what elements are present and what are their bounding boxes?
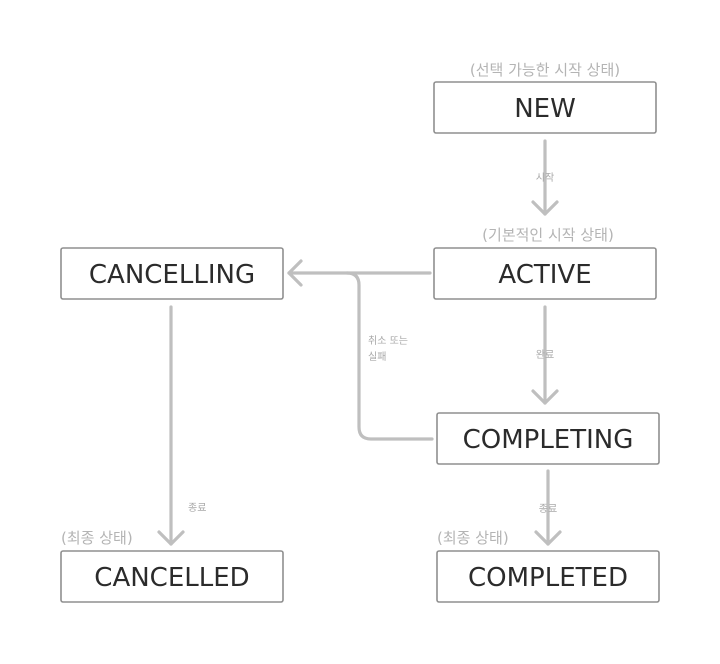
state-completed: (최종 상태) COMPLETED xyxy=(436,529,660,603)
state-active-label: ACTIVE xyxy=(498,260,591,290)
edge-cancel-or-fail: 취소 또는 실패 xyxy=(287,259,434,441)
state-completing-label: COMPLETING xyxy=(463,425,634,455)
state-cancelled-note: (최종 상태) xyxy=(61,529,133,547)
state-cancelling-box xyxy=(60,247,284,300)
state-active: (기본적인 시작 상태) ACTIVE xyxy=(433,226,657,300)
state-cancelling: CANCELLING xyxy=(60,247,284,300)
edge-finish-complete-label: 종료 xyxy=(539,503,557,515)
state-completed-label: COMPLETED xyxy=(468,563,628,593)
edge-start-label: 시작 xyxy=(536,172,554,184)
edge-finish-cancel: 종료 xyxy=(157,305,206,546)
state-cancelled-box xyxy=(60,550,284,603)
edge-finish-cancel-label: 종료 xyxy=(188,502,206,514)
state-completed-box xyxy=(436,550,660,603)
state-cancelled: (최종 상태) CANCELLED xyxy=(60,529,284,603)
edge-cancel-or-fail-label-line1: 취소 또는 xyxy=(368,335,408,347)
state-cancelled-label: CANCELLED xyxy=(94,563,249,593)
edge-start: 시작 xyxy=(531,139,559,216)
state-completed-note: (최종 상태) xyxy=(437,529,509,547)
edge-finish-complete: 종료 xyxy=(534,469,562,546)
state-active-box xyxy=(433,247,657,300)
state-new-box xyxy=(433,81,657,134)
state-active-note: (기본적인 시작 상태) xyxy=(482,226,614,244)
state-new: (선택 가능한 시작 상태) NEW xyxy=(433,61,657,134)
state-completing-box xyxy=(436,412,660,465)
edge-complete-label: 완료 xyxy=(536,349,554,361)
state-new-label: NEW xyxy=(514,94,576,124)
state-new-note: (선택 가능한 시작 상태) xyxy=(470,61,620,79)
edge-complete: 완료 xyxy=(531,305,559,405)
state-cancelling-label: CANCELLING xyxy=(89,260,255,290)
state-completing: COMPLETING xyxy=(436,412,660,465)
edge-cancel-or-fail-label-line2: 실패 xyxy=(368,351,386,363)
